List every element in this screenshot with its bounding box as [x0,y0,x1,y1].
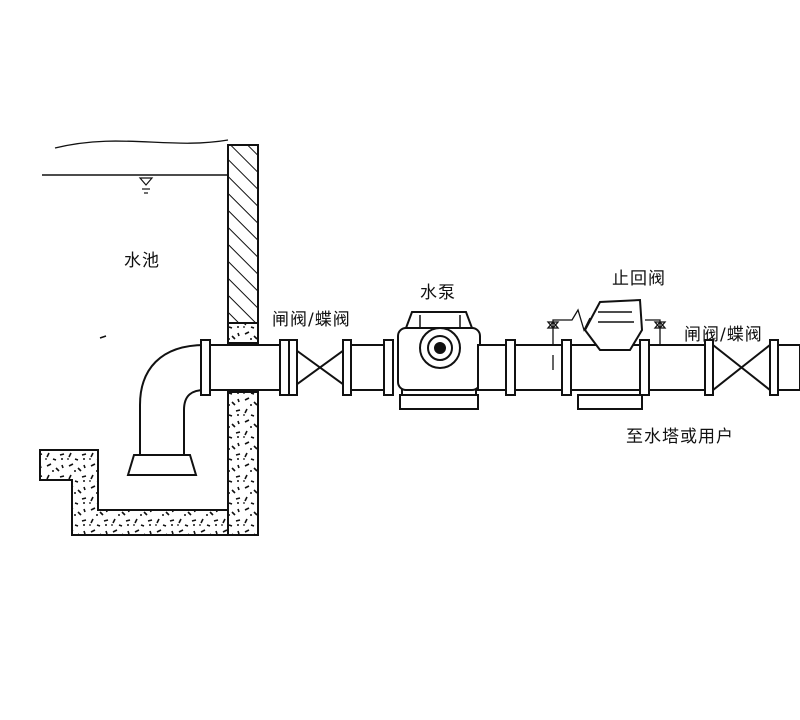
water-pool [39,139,259,536]
check-valve-bonnet [583,298,644,351]
outlet-valve-label: 闸阀/蝶阀 [684,325,763,345]
pump-base [399,394,479,410]
water-pump [397,311,481,410]
elbow-flange [200,339,211,396]
outlet-pipeline [648,339,800,396]
suction-bell-mouth [126,454,198,476]
pump-label: 水泵 [420,283,456,303]
pool-wall-concrete-upper [227,322,259,344]
main-pipeline [209,339,394,396]
check-valve-base [577,394,643,410]
outlet-destination-label: 至水塔或用户 [626,427,734,447]
pool-wall-concrete-lower [227,391,259,536]
suction-elbow-pipe [126,339,211,476]
water-level-icon [138,177,154,194]
outlet-gate-valve [704,339,779,396]
discharge-pipeline [477,339,572,396]
water-surface-wave [54,139,229,149]
check-valve-label: 止回阀 [612,269,666,289]
check-valve-assembly [546,298,667,410]
inlet-gate-valve [288,339,352,396]
check-valve-bypass [546,308,667,370]
pool-wall-hatched [227,144,259,324]
inlet-valve-label: 闸阀/蝶阀 [272,310,351,330]
pool-label: 水池 [124,251,160,271]
